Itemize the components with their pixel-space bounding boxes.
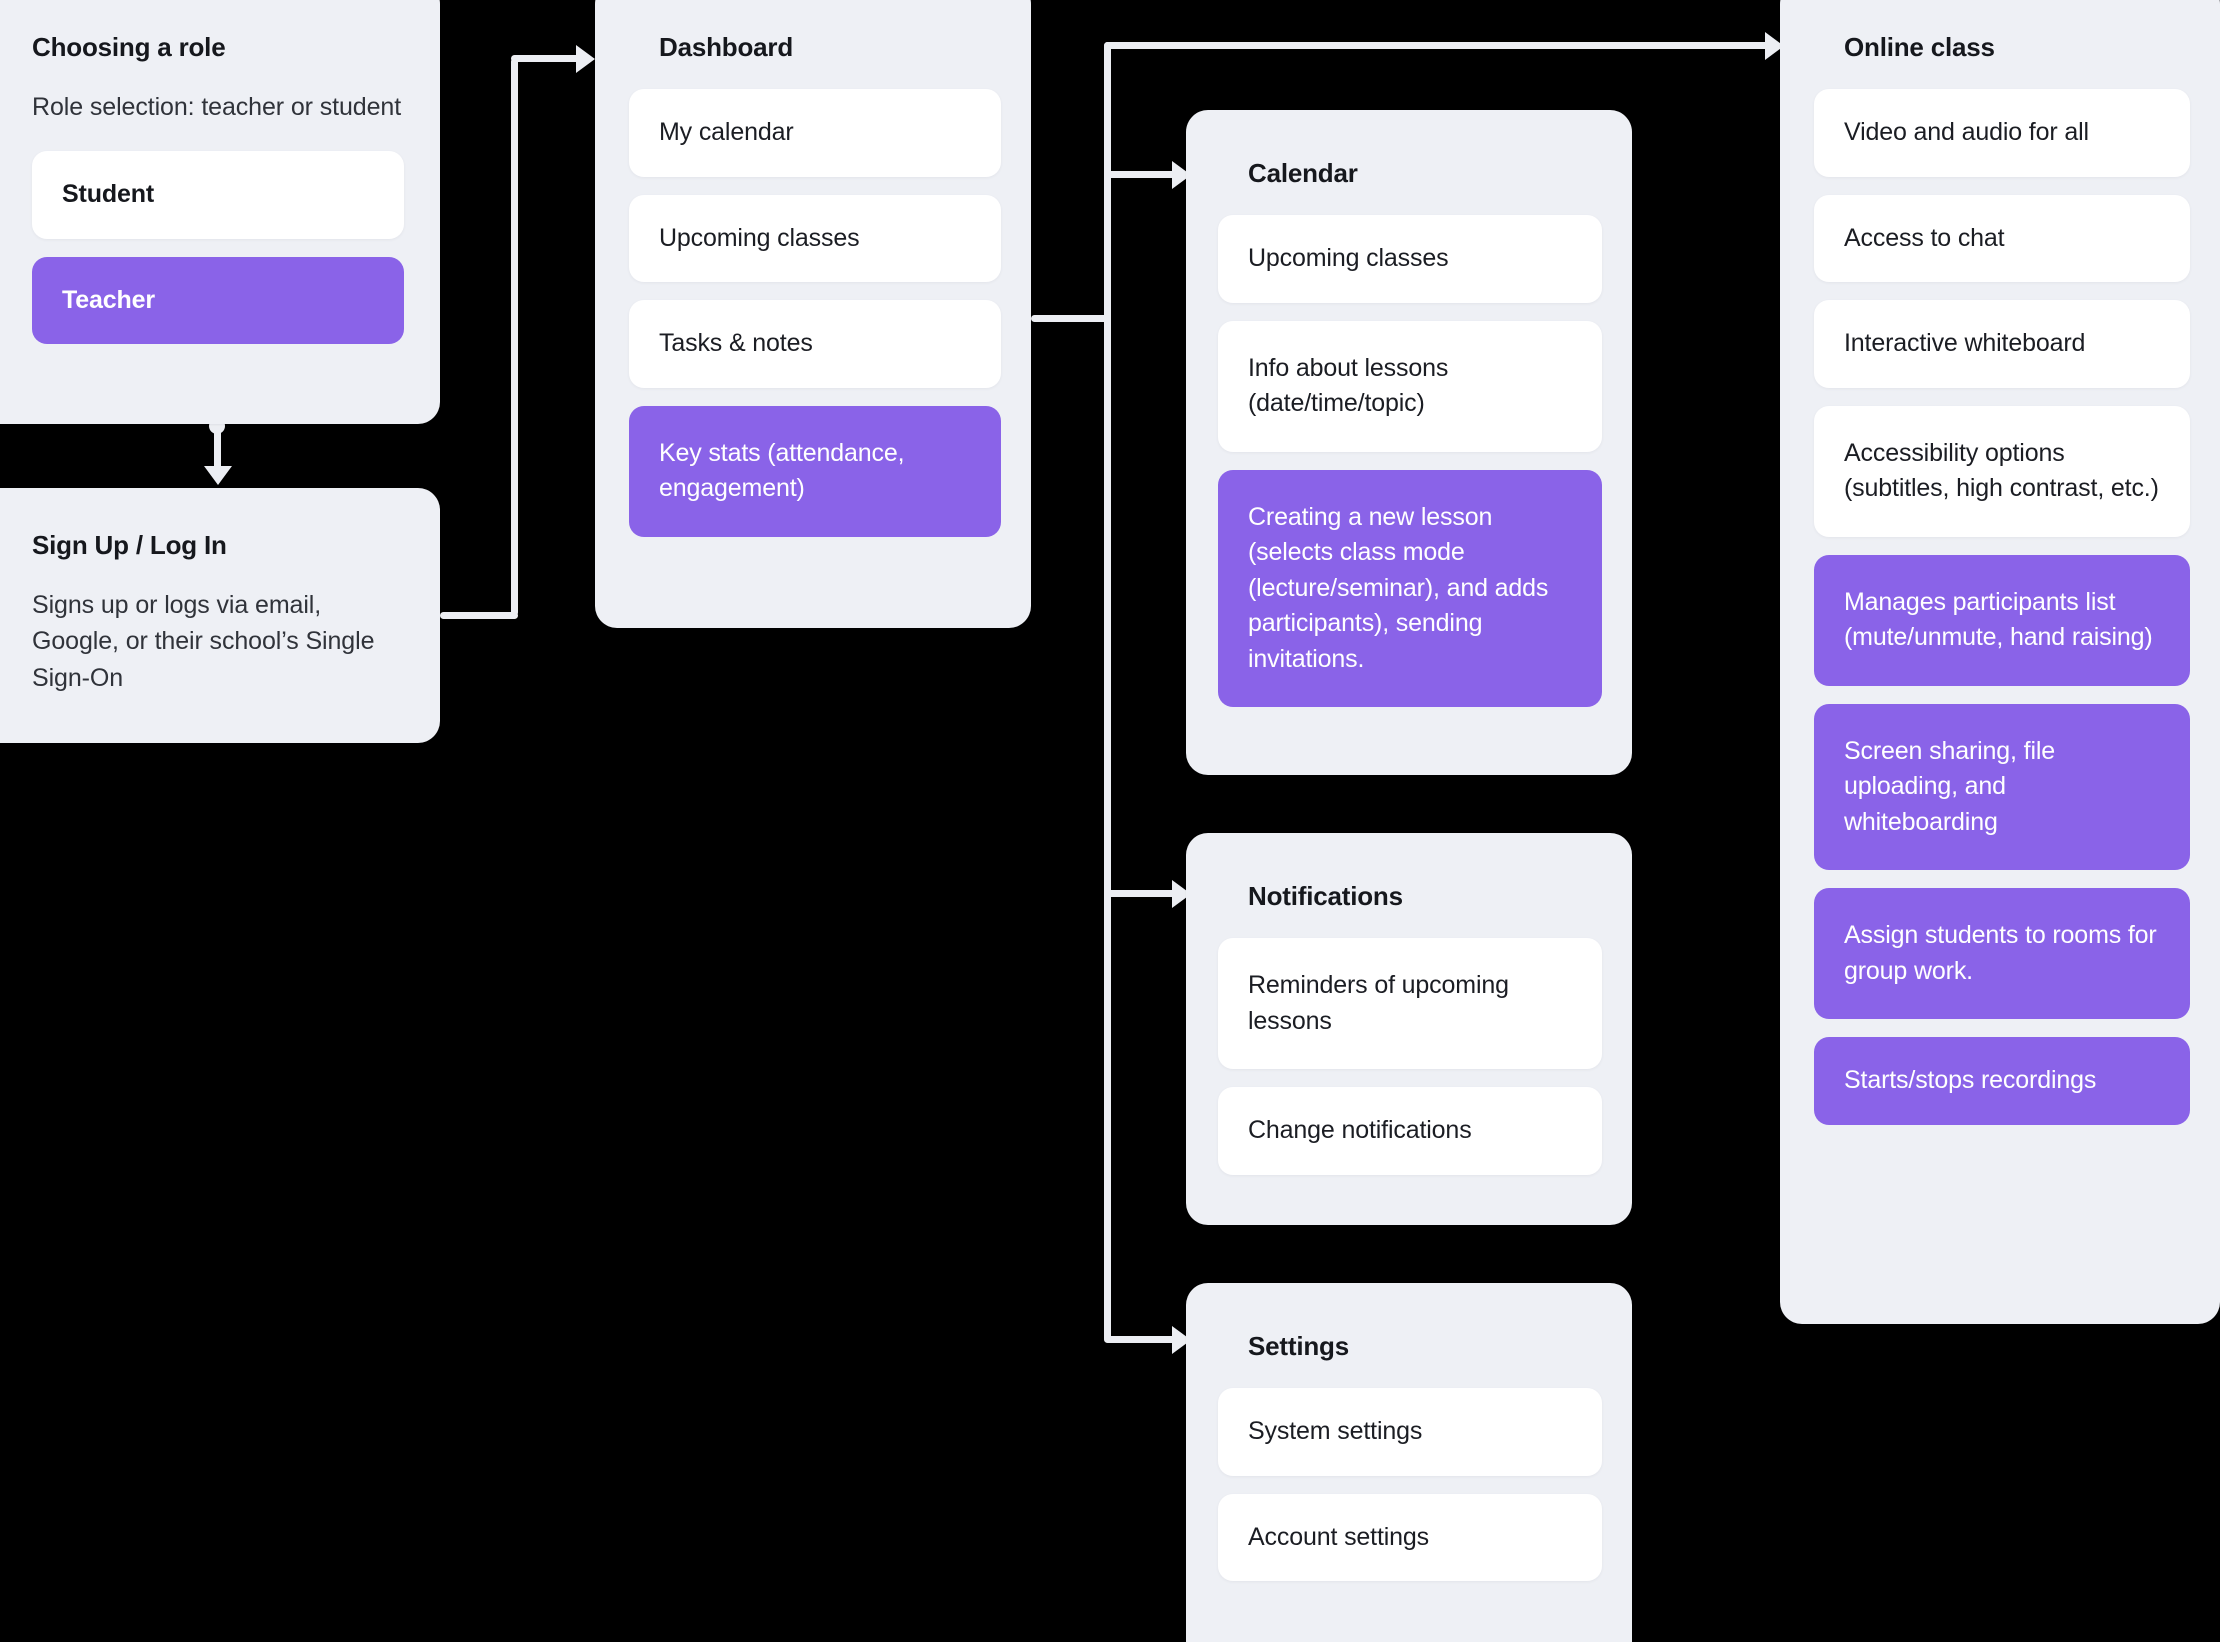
calendar-item-creating-new-lesson[interactable]: Creating a new lesson (selects class mod… [1218,469,1602,708]
calendar-item-upcoming-classes[interactable]: Upcoming classes [1218,215,1602,303]
card-title-choosing-a-role: Choosing a role [32,32,226,62]
online-class-item-access-to-chat[interactable]: Access to chat [1814,194,2190,283]
role-option-student-label: Student [62,180,154,209]
calendar-item-info-about-lessons[interactable]: Info about lessons (date/time/topic) [1218,320,1602,452]
settings-item-system-settings-label: System settings [1248,1417,1423,1446]
card-title-calendar: Calendar [1248,158,1358,188]
online-class-item-screen-sharing-label: Screen sharing, file uploading, and whit… [1844,736,2056,836]
online-class-item-recordings-label: Starts/stops recordings [1844,1066,2097,1095]
calendar-item-creating-new-lesson-label: Creating a new lesson (selects class mod… [1248,502,1549,673]
connector-trunk-to-calendar [1104,171,1186,178]
online-class-item-video-audio-label: Video and audio for all [1844,118,2089,147]
connector-trunk-to-settings [1104,1336,1186,1343]
card-settings: Settings System settings Account setting… [1186,1283,1632,1642]
dashboard-item-upcoming-classes-label: Upcoming classes [659,223,860,252]
card-sign-up-log-in: Sign Up / Log In Signs up or logs via em… [0,488,440,743]
card-title-notifications: Notifications [1248,881,1403,911]
online-class-item-interactive-whiteboard[interactable]: Interactive whiteboard [1814,300,2190,388]
card-dashboard: Dashboard My calendar Upcoming classes T… [595,0,1031,628]
online-class-item-video-audio[interactable]: Video and audio for all [1814,89,2190,177]
settings-item-system-settings[interactable]: System settings [1218,1388,1602,1476]
card-title-online-class: Online class [1844,32,1995,62]
notifications-item-reminders[interactable]: Reminders of upcoming lessons [1218,938,1602,1070]
connector-signup-to-dashboard-seg1 [440,612,518,619]
online-class-item-accessibility-options-label: Accessibility options (subtitles, high c… [1844,438,2159,503]
card-title-sign-up-log-in: Sign Up / Log In [32,530,227,560]
dashboard-item-key-stats[interactable]: Key stats (attendance, engagement) [629,405,1001,537]
card-online-class: Online class Video and audio for all Acc… [1780,0,2220,1324]
role-option-teacher-label: Teacher [62,285,155,314]
arrowhead-trunk-to-online-class [1765,32,1784,60]
online-class-item-assign-students-rooms-label: Assign students to rooms for group work. [1844,921,2157,985]
arrowhead-role-to-signup [204,466,232,485]
notifications-item-change-notifications[interactable]: Change notifications [1218,1087,1602,1175]
connector-signup-to-dashboard-seg3 [511,55,583,62]
arrowhead-signup-to-dashboard [576,45,595,73]
online-class-item-manages-participants[interactable]: Manages participants list (mute/unmute, … [1814,554,2190,686]
dashboard-item-my-calendar-label: My calendar [659,118,794,147]
role-option-student[interactable]: Student [32,151,404,239]
dashboard-item-key-stats-label: Key stats (attendance, engagement) [659,438,905,503]
connector-trunk-to-online-class [1104,42,1780,49]
online-class-item-screen-sharing[interactable]: Screen sharing, file uploading, and whit… [1814,703,2190,871]
card-description-sign-up-log-in: Signs up or logs via email, Google, or t… [32,591,375,692]
notifications-item-reminders-label: Reminders of upcoming lessons [1248,971,1509,1035]
connector-trunk-to-notifications [1104,890,1186,897]
online-class-item-assign-students-rooms[interactable]: Assign students to rooms for group work. [1814,888,2190,1020]
online-class-item-accessibility-options[interactable]: Accessibility options (subtitles, high c… [1814,405,2190,537]
dashboard-item-tasks-notes-label: Tasks & notes [659,329,813,358]
notifications-item-change-notifications-label: Change notifications [1248,1116,1472,1145]
online-class-item-interactive-whiteboard-label: Interactive whiteboard [1844,329,2086,358]
online-class-item-recordings[interactable]: Starts/stops recordings [1814,1037,2190,1125]
card-title-settings: Settings [1248,1331,1349,1361]
dashboard-item-tasks-notes[interactable]: Tasks & notes [629,300,1001,388]
online-class-item-access-to-chat-label: Access to chat [1844,223,2005,252]
connector-signup-to-dashboard-seg2 [511,58,518,616]
card-description-choosing-a-role: Role selection: teacher or student [32,93,402,122]
role-option-teacher[interactable]: Teacher [32,256,404,345]
online-class-item-manages-participants-label: Manages participants list (mute/unmute, … [1844,587,2153,652]
card-calendar: Calendar Upcoming classes Info about les… [1186,110,1632,775]
connector-trunk-vertical [1104,42,1111,1342]
calendar-item-info-about-lessons-label: Info about lessons (date/time/topic) [1248,353,1449,418]
card-notifications: Notifications Reminders of upcoming less… [1186,833,1632,1225]
dashboard-item-upcoming-classes[interactable]: Upcoming classes [629,194,1001,283]
settings-item-account-settings[interactable]: Account settings [1218,1493,1602,1582]
calendar-item-upcoming-classes-label: Upcoming classes [1248,244,1449,273]
card-choosing-a-role: Choosing a role Role selection: teacher … [0,0,440,424]
card-title-dashboard: Dashboard [659,32,794,62]
settings-item-account-settings-label: Account settings [1248,1522,1430,1551]
connector-dashboard-trunk-stub [1031,315,1111,322]
connector-role-to-signup-vertical [214,424,221,476]
dashboard-item-my-calendar[interactable]: My calendar [629,89,1001,177]
